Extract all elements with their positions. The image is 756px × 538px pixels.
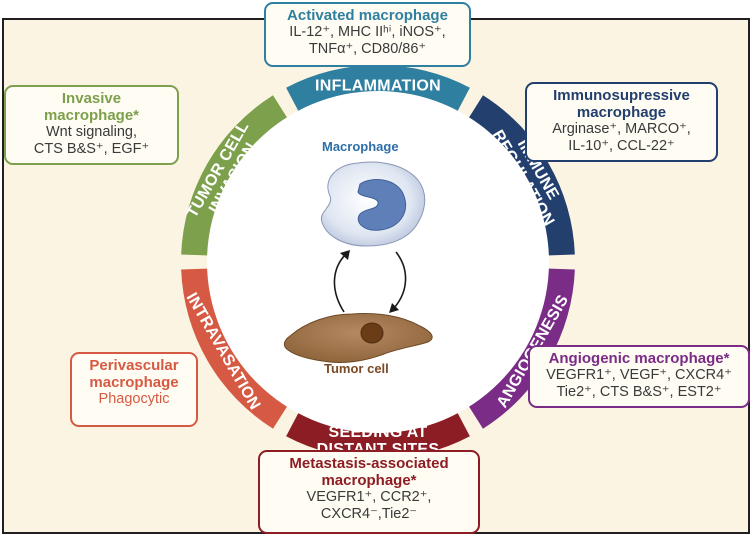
metastasis-title-1: Metastasis-associated [289,455,449,472]
immunosuppressive-markers-1: Arginase⁺, MARCO⁺, [552,121,691,137]
angiogenic-markers-1: VEGFR1⁺, VEGF⁺, CXCR4⁺ [546,367,732,383]
center-illustration [207,91,549,433]
metastasis-macrophage-box: Metastasis-associated macrophage* VEGFR1… [258,450,480,534]
arrow-head-up-icon [340,250,350,260]
invasive-markers-1: Wnt signaling, [45,124,138,140]
perivascular-title-2: macrophage [89,374,179,391]
immunosuppressive-markers-2: IL-10⁺, CCL-22⁺ [568,138,675,154]
angiogenic-macrophage-box: Angiogenic macrophage* VEGFR1⁺, VEGF⁺, C… [528,345,750,408]
metastasis-title-2: macrophage* [321,472,417,489]
activated-title: Activated macrophage [287,7,448,24]
invasive-markers-2: CTS B&S⁺, EGF⁺ [33,141,150,157]
angiogenic-markers-2: Tie2⁺, CTS B&S⁺, EST2⁺ [556,384,722,400]
invasive-title-1: Invasive [61,90,122,107]
invasive-title-2: macrophage* [43,107,140,124]
macrophage-label: Macrophage [322,139,399,154]
arrow-to-tumor [393,251,407,309]
immunosuppressive-macrophage-box: Immunosupressive macrophage Arginase⁺, M… [525,82,718,162]
immunosuppressive-title-1: Immunosupressive [553,87,690,104]
macrophage-cell [320,161,426,247]
perivascular-title-1: Perivascular [89,357,179,374]
segment-label-inflammation: INFLAMMATION [315,78,441,95]
invasive-macrophage-box: Invasive macrophage* Wnt signaling, CTS … [4,85,179,165]
metastasis-markers-2: CXCR4⁻,Tie2⁻ [320,506,418,522]
macrophage-nucleus [357,179,406,231]
activated-macrophage-box: Activated macrophage IL-12⁺, MHC IIʰⁱ, i… [264,2,471,67]
arrow-to-macrophage [333,253,347,313]
arrow-head-down-icon [389,303,399,313]
tumor-cell [283,313,433,363]
angiogenic-title: Angiogenic macrophage* [548,350,730,367]
perivascular-markers: Phagocytic [98,391,170,407]
tumor-nucleus [360,322,384,344]
tumor-cell-label: Tumor cell [324,361,389,376]
activated-markers-2: TNFα⁺, CD80/86⁺ [308,41,427,57]
metastasis-markers-1: VEGFR1⁺, CCR2⁺, [306,489,432,505]
perivascular-macrophage-box: Perivascular macrophage Phagocytic [70,352,198,427]
immunosuppressive-title-2: macrophage [576,104,667,121]
activated-markers-1: IL-12⁺, MHC IIʰⁱ, iNOS⁺, [289,24,446,40]
